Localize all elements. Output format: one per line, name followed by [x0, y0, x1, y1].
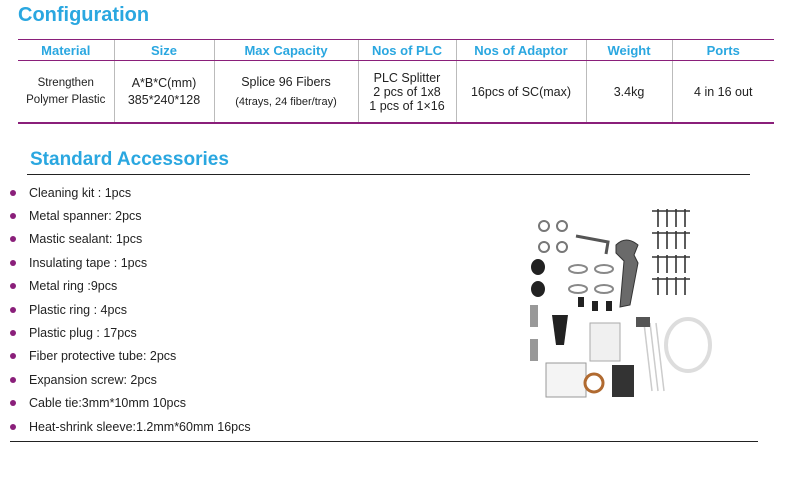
header-size: Size	[113, 40, 214, 61]
standard-accessories-heading: Standard Accessories	[30, 149, 229, 170]
table-header-row: Material Size Max Capacity Nos of PLC No…	[18, 40, 774, 61]
bottom-rule	[10, 441, 758, 442]
cell-size: A*B*C(mm) 385*240*128	[113, 60, 214, 124]
bullet-icon	[10, 353, 16, 360]
list-item-label: Cleaning kit : 1pcs	[29, 185, 132, 200]
material-line-2: Polymer Plastic	[26, 93, 106, 106]
list-item-label: Plastic ring : 4pcs	[29, 302, 127, 317]
cable-ties-icon	[643, 322, 665, 392]
bullet-icon	[10, 213, 16, 220]
list-item-label: Insulating tape : 1pcs	[29, 255, 148, 270]
cell-ports: 4 in 16 out	[671, 60, 774, 124]
bullet-icon	[10, 400, 16, 407]
accessories-list: Cleaning kit : 1pcs Metal spanner: 2pcs …	[10, 181, 251, 438]
plc-line-1: PLC Splitter	[373, 70, 441, 85]
cable-glands-icon	[530, 305, 568, 361]
bullet-icon	[10, 189, 16, 196]
heat-shrink-sleeves-icon	[589, 322, 621, 362]
list-item-label: Fiber protective tube: 2pcs	[29, 349, 177, 364]
bullet-icon	[10, 306, 16, 313]
header-weight: Weight	[585, 40, 672, 61]
header-material: Material	[18, 40, 114, 61]
header-nos-of-adaptor: Nos of Adaptor	[455, 40, 586, 61]
list-item: Insulating tape : 1pcs	[10, 251, 251, 274]
list-item: Fiber protective tube: 2pcs	[10, 345, 251, 368]
metal-spanner-icon	[615, 239, 639, 308]
list-item: Plastic ring : 4pcs	[10, 298, 251, 321]
plastic-plugs-icon	[531, 259, 612, 311]
hose-clamps-icon	[568, 264, 614, 294]
list-item: Plastic plug : 17pcs	[10, 321, 251, 344]
list-item: Metal spanner: 2pcs	[10, 204, 251, 227]
list-item-label: Plastic plug : 17pcs	[29, 326, 137, 341]
capacity-line-1: Splice 96 Fibers	[241, 74, 331, 89]
table-row: Strengthen Polymer Plastic A*B*C(mm) 385…	[18, 60, 774, 124]
metal-rings-icon	[538, 220, 568, 253]
cell-material: Strengthen Polymer Plastic	[18, 60, 114, 124]
bullet-icon	[10, 236, 16, 243]
cell-nos-of-adaptor: 16pcs of SC(max)	[455, 60, 586, 124]
bullet-icon	[10, 376, 16, 383]
accessories-photo	[530, 209, 712, 398]
header-nos-of-plc: Nos of PLC	[357, 40, 456, 61]
size-line-1: A*B*C(mm)	[131, 75, 197, 90]
size-line-2: 385*240*128	[127, 92, 201, 107]
cleaning-kit-icon	[545, 362, 587, 398]
bullet-icon	[10, 423, 16, 430]
material-line-1: Strengthen	[37, 76, 94, 89]
list-item-label: Mastic sealant: 1pcs	[29, 232, 143, 247]
bullet-icon	[10, 330, 16, 337]
expansion-screws-icon	[652, 209, 690, 295]
plc-line-3: 1 pcs of 1×16	[369, 98, 445, 113]
bullet-icon	[10, 283, 16, 290]
list-item: Cable tie:3mm*10mm 10pcs	[10, 392, 251, 415]
list-item: Mastic sealant: 1pcs	[10, 228, 251, 251]
mastic-sealant-icon	[612, 365, 634, 397]
cell-nos-of-plc: PLC Splitter 2 pcs of 1x8 1 pcs of 1×16	[357, 60, 456, 124]
list-item: Cleaning kit : 1pcs	[10, 181, 251, 204]
plc-line-2: 2 pcs of 1x8	[373, 84, 441, 99]
list-item-label: Heat-shrink sleeve:1.2mm*60mm 16pcs	[29, 419, 251, 434]
header-max-capacity: Max Capacity	[213, 40, 358, 61]
configuration-heading: Configuration	[18, 4, 150, 26]
cell-weight: 3.4kg	[585, 60, 672, 124]
list-item: Metal ring :9pcs	[10, 275, 251, 298]
hex-key-icon	[575, 234, 610, 255]
list-item-label: Expansion screw: 2pcs	[29, 372, 157, 387]
list-item-label: Cable tie:3mm*10mm 10pcs	[29, 396, 187, 411]
list-item-label: Metal ring :9pcs	[29, 279, 118, 294]
insulating-tape-icon	[583, 372, 605, 394]
capacity-line-2: (4trays, 24 fiber/tray)	[235, 95, 337, 108]
header-ports: Ports	[671, 40, 774, 61]
connector-block-icon	[636, 317, 650, 327]
list-item: Heat-shrink sleeve:1.2mm*60mm 16pcs	[10, 415, 251, 438]
accessories-rule	[27, 174, 750, 175]
list-item: Expansion screw: 2pcs	[10, 368, 251, 391]
table-top-rule	[18, 39, 774, 40]
bullet-icon	[10, 259, 16, 266]
list-item-label: Metal spanner: 2pcs	[29, 209, 142, 224]
cell-max-capacity: Splice 96 Fibers (4trays, 24 fiber/tray)	[213, 60, 358, 124]
configuration-table: Material Size Max Capacity Nos of PLC No…	[18, 40, 774, 124]
fiber-protective-tube-icon	[664, 317, 712, 373]
